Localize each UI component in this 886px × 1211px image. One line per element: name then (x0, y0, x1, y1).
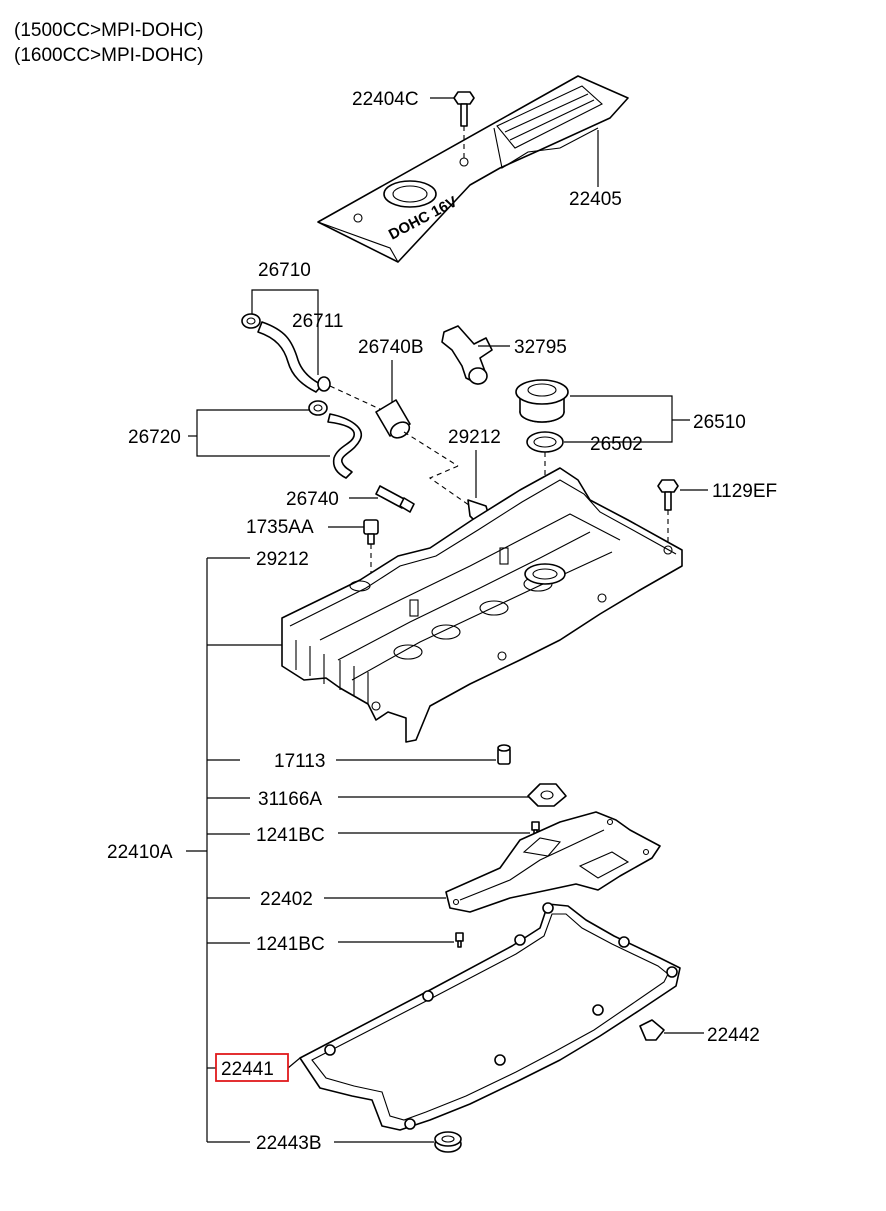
gasket-22441[interactable] (299, 902, 681, 1131)
label-26720[interactable]: 26720 (128, 427, 181, 448)
highlight-box-22441 (215, 1053, 289, 1082)
leader-26710 (251, 289, 319, 375)
label-26710[interactable]: 26710 (258, 260, 311, 281)
bolt-1129EF[interactable] (657, 479, 679, 545)
label-1129EF[interactable]: 1129EF (712, 481, 777, 502)
label-22404C[interactable]: 22404C (352, 89, 419, 110)
gasket-26502[interactable] (526, 431, 564, 453)
label-22442[interactable]: 22442 (707, 1025, 760, 1046)
clamp-26710[interactable] (241, 313, 261, 329)
header-line-1: (1500CC>MPI-DOHC) (14, 20, 204, 41)
seal-22443B[interactable] (434, 1131, 462, 1153)
hose-26720[interactable] (327, 413, 363, 479)
dash-hose-connect (329, 385, 383, 411)
label-26740[interactable]: 26740 (286, 489, 339, 510)
cap-31166A[interactable] (527, 783, 567, 807)
label-22410A[interactable]: 22410A (107, 842, 173, 863)
plug-17113[interactable] (497, 744, 511, 765)
label-26510[interactable]: 26510 (693, 412, 746, 433)
screw-1241BC-lower[interactable] (455, 932, 464, 948)
leader-26510 (564, 395, 673, 443)
label-26711[interactable]: 26711 (292, 311, 343, 332)
label-26502[interactable]: 26502 (590, 434, 643, 455)
header-line-2: (1600CC>MPI-DOHC) (14, 45, 204, 66)
label-29212-lower[interactable]: 29212 (256, 549, 309, 570)
label-29212-upper[interactable]: 29212 (448, 427, 501, 448)
baffle-plate-22402[interactable] (445, 811, 661, 913)
oil-filler-cap-26510[interactable] (515, 379, 569, 423)
label-22402[interactable]: 22402 (260, 889, 313, 910)
grommet-26740B[interactable] (375, 399, 412, 441)
seal-22442[interactable] (639, 1019, 665, 1041)
label-1241BC-upper[interactable]: 1241BC (256, 825, 325, 846)
label-17113[interactable]: 17113 (274, 751, 325, 772)
cylinder-head-cover[interactable] (281, 467, 683, 743)
label-31166A[interactable]: 31166A (258, 789, 322, 810)
label-1241BC-lower[interactable]: 1241BC (256, 934, 325, 955)
hose-26711[interactable] (257, 321, 331, 393)
clamp-26720[interactable] (308, 400, 328, 416)
label-22405[interactable]: 22405 (569, 189, 622, 210)
label-1735AA[interactable]: 1735AA (246, 517, 314, 538)
pcv-valve-26740[interactable] (375, 485, 415, 513)
leader-26720 (196, 409, 330, 457)
label-26740B[interactable]: 26740B (358, 337, 424, 358)
bracket-32795[interactable] (441, 325, 493, 385)
label-32795[interactable]: 32795 (514, 337, 567, 358)
label-22443B[interactable]: 22443B (256, 1133, 322, 1154)
leader-22441 (287, 1057, 301, 1069)
label-22441[interactable]: 22441 (221, 1059, 274, 1080)
